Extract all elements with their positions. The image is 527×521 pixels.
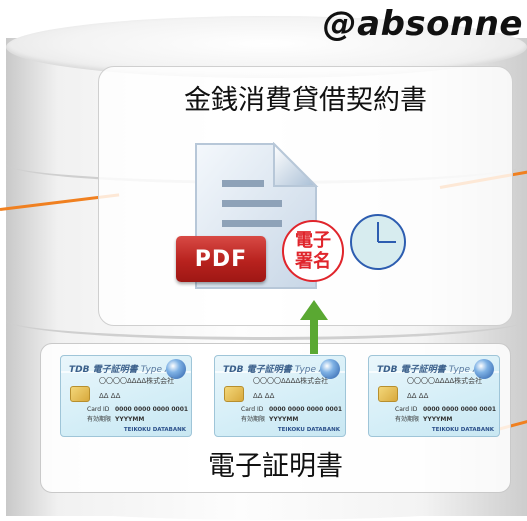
signature-seal: 電子 署名 — [282, 220, 344, 282]
card-company: 〇〇〇〇ΔΔΔΔ株式会社 — [253, 377, 329, 385]
certificates-label: 電子証明書 — [208, 451, 343, 482]
card-company: 〇〇〇〇ΔΔΔΔ株式会社 — [99, 377, 175, 385]
seal-text-line1: 電子 — [295, 230, 331, 251]
card-issuer: TEIKOKU DATABANK — [123, 427, 186, 433]
clock-icon — [350, 214, 406, 270]
contract-title: 金銭消費貸借契約書 — [184, 85, 427, 116]
brand-logo: @absonne — [322, 4, 523, 44]
card-holder-name: ΔΔ ΔΔ — [407, 392, 429, 400]
certificate-card: TDB 電子証明書 Type A 〇〇〇〇ΔΔΔΔ株式会社 ΔΔ ΔΔ Card… — [60, 355, 192, 437]
up-arrow-icon — [300, 300, 328, 320]
card-title: TDB 電子証明書 Type A — [223, 365, 326, 375]
card-logo-icon — [474, 359, 494, 379]
card-issuer: TEIKOKU DATABANK — [431, 427, 494, 433]
up-arrow-shaft — [310, 318, 318, 354]
pdf-badge: PDF — [176, 236, 266, 282]
database-seam — [6, 300, 527, 340]
certificate-card: TDB 電子証明書 Type A 〇〇〇〇ΔΔΔΔ株式会社 ΔΔ ΔΔ Card… — [368, 355, 500, 437]
card-company: 〇〇〇〇ΔΔΔΔ株式会社 — [407, 377, 483, 385]
seal-text-line2: 署名 — [295, 251, 331, 272]
card-title: TDB 電子証明書 Type A — [69, 365, 172, 375]
card-issuer: TEIKOKU DATABANK — [277, 427, 340, 433]
card-chip-icon — [378, 386, 398, 402]
card-chip-icon — [70, 386, 90, 402]
card-logo-icon — [320, 359, 340, 379]
card-title: TDB 電子証明書 Type A — [377, 365, 480, 375]
card-chip-icon — [224, 386, 244, 402]
card-holder-name: ΔΔ ΔΔ — [99, 392, 121, 400]
card-holder-name: ΔΔ ΔΔ — [253, 392, 275, 400]
card-logo-icon — [166, 359, 186, 379]
certificate-card: TDB 電子証明書 Type A 〇〇〇〇ΔΔΔΔ株式会社 ΔΔ ΔΔ Card… — [214, 355, 346, 437]
